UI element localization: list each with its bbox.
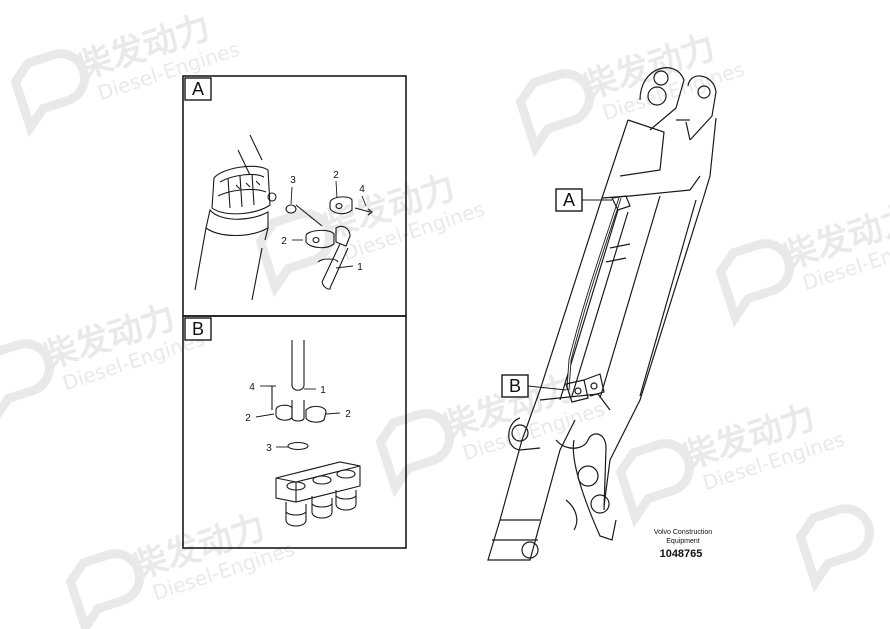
detail-b-leaders	[255, 385, 341, 448]
detail-a-tag: A	[192, 79, 204, 99]
callout-b-1: 1	[320, 385, 326, 396]
cylinder-drawing	[194, 134, 277, 301]
detail-b-tag-box	[184, 317, 212, 341]
callout-b-3: 3	[266, 443, 272, 454]
detail-b-panel: B	[182, 315, 407, 549]
boom-callout-a: A	[555, 188, 612, 212]
callout-a-2-top: 2	[333, 170, 339, 181]
callout-b-2-right: 2	[345, 409, 351, 420]
detail-a-parts	[285, 196, 373, 290]
callout-a-3: 3	[290, 175, 296, 186]
callout-a-4: 4	[359, 184, 365, 195]
boom-callout-b: B	[501, 374, 567, 398]
callout-b-2-left: 2	[245, 413, 251, 424]
caption-maker-line2: Equipment	[666, 538, 700, 545]
boom-drawing	[487, 67, 717, 561]
caption-maker-line1: Volvo Construction	[654, 529, 712, 536]
detail-a-tag-box	[184, 77, 212, 101]
callout-a-2-bottom: 2	[281, 236, 287, 247]
caption-part-number: 1048765	[660, 548, 703, 560]
figure-caption: Volvo Construction Equipment 1048765	[654, 529, 712, 560]
detail-b-parts	[268, 340, 361, 527]
detail-b-tag: B	[192, 319, 204, 339]
callout-b-4: 4	[249, 382, 255, 393]
detail-b-frame	[182, 315, 407, 549]
boom-tag-a: A	[563, 190, 575, 210]
callout-a-1: 1	[357, 262, 363, 273]
boom-tag-b: B	[509, 376, 521, 396]
boom-tag-b-leader	[527, 385, 567, 391]
detail-a-leaders	[290, 180, 367, 269]
